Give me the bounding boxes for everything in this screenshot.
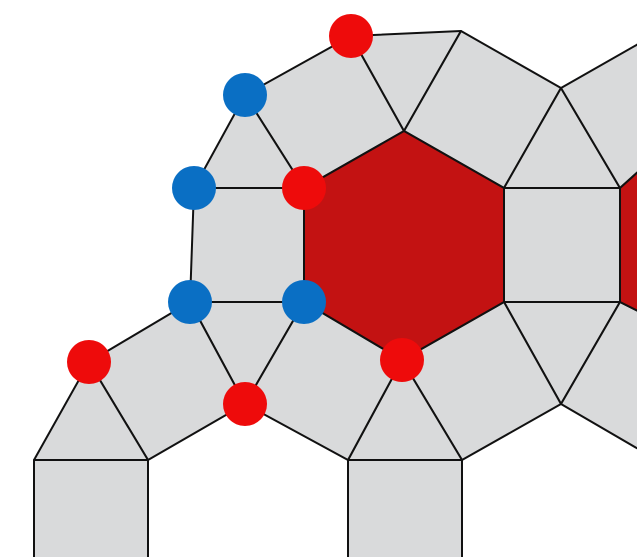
blue-vertex <box>172 166 216 210</box>
blue-vertex <box>282 280 326 324</box>
red-vertex <box>282 166 326 210</box>
marked-vertices <box>67 14 424 426</box>
square-tile <box>503 187 621 303</box>
red-vertex <box>223 382 267 426</box>
square-tile <box>347 459 463 557</box>
red-vertex <box>329 14 373 58</box>
hexagon-tile-right-edge <box>619 171 637 312</box>
red-vertex <box>67 340 111 384</box>
blue-vertex <box>168 280 212 324</box>
square-tile <box>560 301 637 450</box>
square-tile <box>33 459 149 557</box>
gray-tiles <box>33 30 637 557</box>
red-vertex <box>380 338 424 382</box>
square-tile <box>560 43 637 189</box>
blue-vertex <box>223 73 267 117</box>
